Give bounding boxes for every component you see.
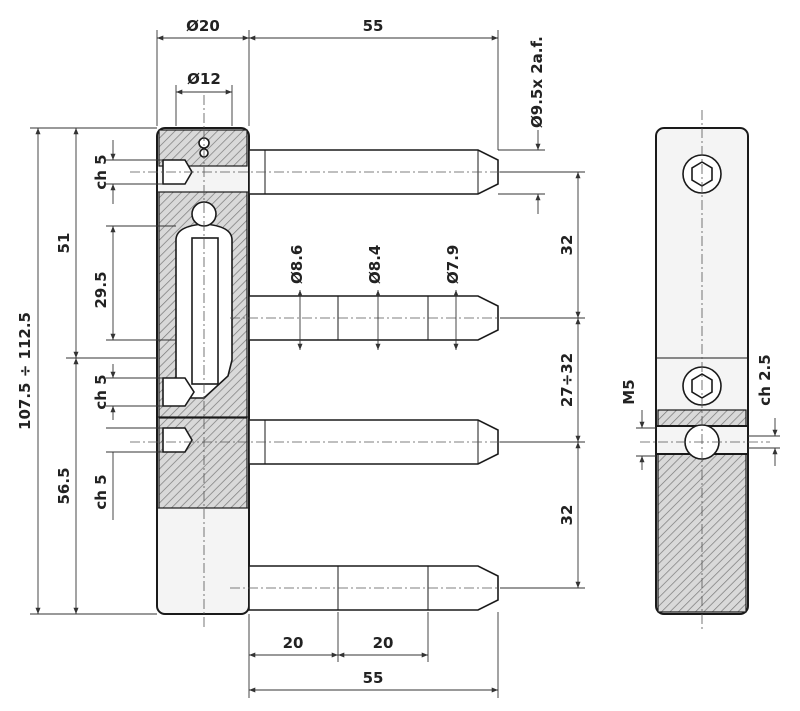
pin-stepped-lower bbox=[248, 565, 499, 611]
dim-height-107-112: 107.5 ÷ 112.5 bbox=[16, 312, 34, 430]
front-dimensions: Ø20 55 Ø12 Ø9.5x 2a.f. 107.5 ÷ 112.5 51 … bbox=[16, 17, 585, 698]
dim-hex-ch5-middle: ch 5 bbox=[92, 374, 110, 409]
dim-spacing-32-bottom: 32 bbox=[558, 505, 576, 526]
hex-socket-lower bbox=[162, 427, 193, 453]
dim-height-29-5: 29.5 bbox=[92, 271, 110, 308]
dim-length-55-bottom: 55 bbox=[363, 669, 384, 687]
dim-diameter-20: Ø20 bbox=[186, 17, 220, 35]
inner-pin bbox=[191, 237, 219, 385]
hex-socket-top bbox=[162, 159, 193, 185]
dim-diameter-7-9: Ø7.9 bbox=[444, 245, 462, 284]
dim-diameter-8-6: Ø8.6 bbox=[288, 245, 306, 284]
dim-diameter-12: Ø12 bbox=[187, 70, 221, 88]
hex-socket-middle bbox=[162, 377, 195, 407]
dim-hex-9-5: Ø9.5x 2a.f. bbox=[528, 36, 546, 128]
dim-diameter-8-4: Ø8.4 bbox=[366, 245, 384, 284]
dim-length-20-b: 20 bbox=[373, 634, 394, 652]
dim-thread-m5: M5 bbox=[620, 379, 638, 404]
dim-length-20-a: 20 bbox=[283, 634, 304, 652]
dim-hex-ch2-5: ch 2.5 bbox=[756, 354, 774, 405]
dim-hex-ch5-top: ch 5 bbox=[92, 154, 110, 189]
pin-stepped-upper bbox=[248, 295, 499, 341]
dim-length-55-top: 55 bbox=[363, 17, 384, 35]
front-view bbox=[130, 95, 510, 630]
dim-spacing-27-32: 27÷32 bbox=[558, 353, 576, 407]
dim-height-56-5: 56.5 bbox=[55, 467, 73, 504]
dim-spacing-32-top: 32 bbox=[558, 235, 576, 256]
dim-hex-ch5-lower: ch 5 bbox=[92, 474, 110, 509]
dim-height-51: 51 bbox=[55, 233, 73, 254]
side-view: M5 ch 2.5 bbox=[620, 110, 780, 630]
